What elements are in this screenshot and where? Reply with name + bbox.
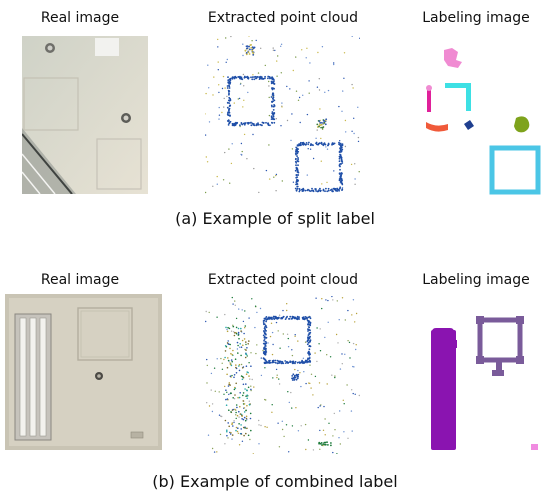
- combined-segment-purple: [431, 330, 456, 450]
- split-segment-cyan: [445, 83, 471, 88]
- real-image-label-a: Real image: [40, 10, 120, 26]
- split-segment-orange: [426, 122, 448, 132]
- real-image-label-b: Real image: [40, 272, 120, 288]
- point-cloud-label-b: Extracted point cloud: [207, 272, 359, 288]
- real-photo-a: [22, 36, 148, 194]
- point-cloud-a: [205, 36, 360, 196]
- split-segment-olive: [514, 116, 530, 133]
- split-segment-sky: [489, 145, 541, 195]
- combined-segment-pink: [531, 444, 538, 450]
- real-photo-b: [5, 294, 162, 450]
- labeling-image-label-a: Labeling image: [422, 10, 530, 26]
- split-segment-pink: [444, 48, 462, 68]
- point-cloud-label-a: Extracted point cloud: [207, 10, 359, 26]
- labeling-image-label-b: Labeling image: [422, 272, 530, 288]
- point-cloud-b: [205, 296, 360, 454]
- labeling-image-a: [420, 40, 545, 200]
- labeling-image-b: [425, 310, 545, 460]
- combined-segment-violet: [477, 317, 523, 363]
- caption-b: (b) Example of combined label: [152, 472, 398, 491]
- split-segment-navy: [464, 120, 474, 130]
- split-segment-magenta: [427, 86, 431, 112]
- caption-a: (a) Example of split label: [175, 209, 375, 228]
